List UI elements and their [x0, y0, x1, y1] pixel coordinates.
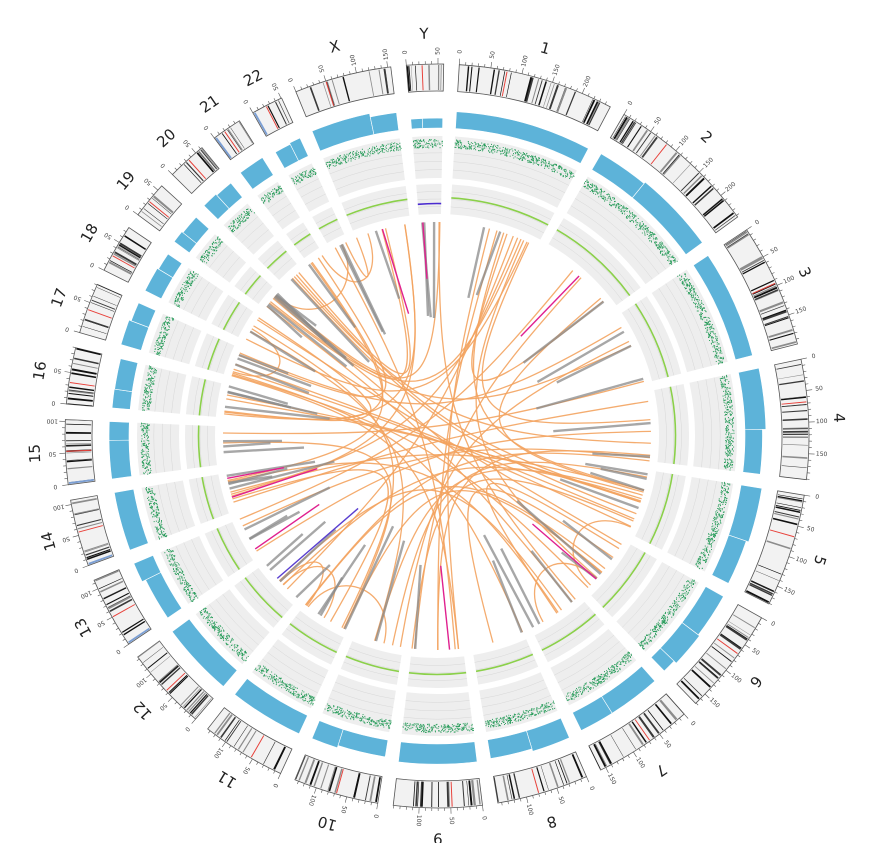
cytoband [783, 436, 808, 438]
tick-label: 50 [815, 385, 824, 393]
tick-label: 50 [48, 450, 56, 457]
cytoband [66, 432, 91, 434]
copy-number-segment [112, 389, 132, 409]
tick-label: 50 [435, 47, 442, 55]
copy-number-segment [109, 422, 129, 441]
copy-number-segment [398, 742, 477, 765]
copy-number-track-chr9 [398, 742, 477, 765]
tick-label: 50 [448, 817, 455, 825]
copy-number-track-chrY [411, 118, 443, 129]
tick-label: 100 [816, 418, 828, 425]
cytoband [438, 65, 439, 90]
line-track-bg [186, 376, 221, 417]
cytoband [783, 431, 808, 433]
chromosome-label-Y: Y [418, 25, 430, 43]
tick-label: 100 [415, 815, 423, 827]
chromosome-label-9: 9 [433, 829, 443, 843]
line-track-chrY [418, 204, 441, 205]
line-track-bg [185, 425, 217, 469]
tick-label: 0 [402, 50, 409, 55]
copy-number-segment [109, 440, 132, 479]
cytoband [438, 782, 439, 807]
tick-label: 0 [51, 399, 56, 406]
tick-label: 50 [53, 366, 62, 374]
copy-number-segment [370, 113, 398, 135]
tick-label: 150 [816, 451, 828, 459]
scatter-track-bg [412, 136, 442, 179]
tick-label: 0 [456, 49, 463, 53]
copy-number-track-chr15 [109, 422, 132, 479]
chromosome-label-4: 4 [830, 413, 848, 423]
copy-number-segment [411, 118, 423, 129]
chromosome-label-16: 16 [29, 360, 50, 382]
tick-label: 100 [46, 417, 58, 424]
chromosome-label-15: 15 [25, 444, 44, 464]
copy-number-segment [422, 118, 442, 128]
copy-number-segment [743, 429, 763, 474]
tick-label: 50 [489, 51, 497, 60]
cytoband [783, 434, 808, 435]
